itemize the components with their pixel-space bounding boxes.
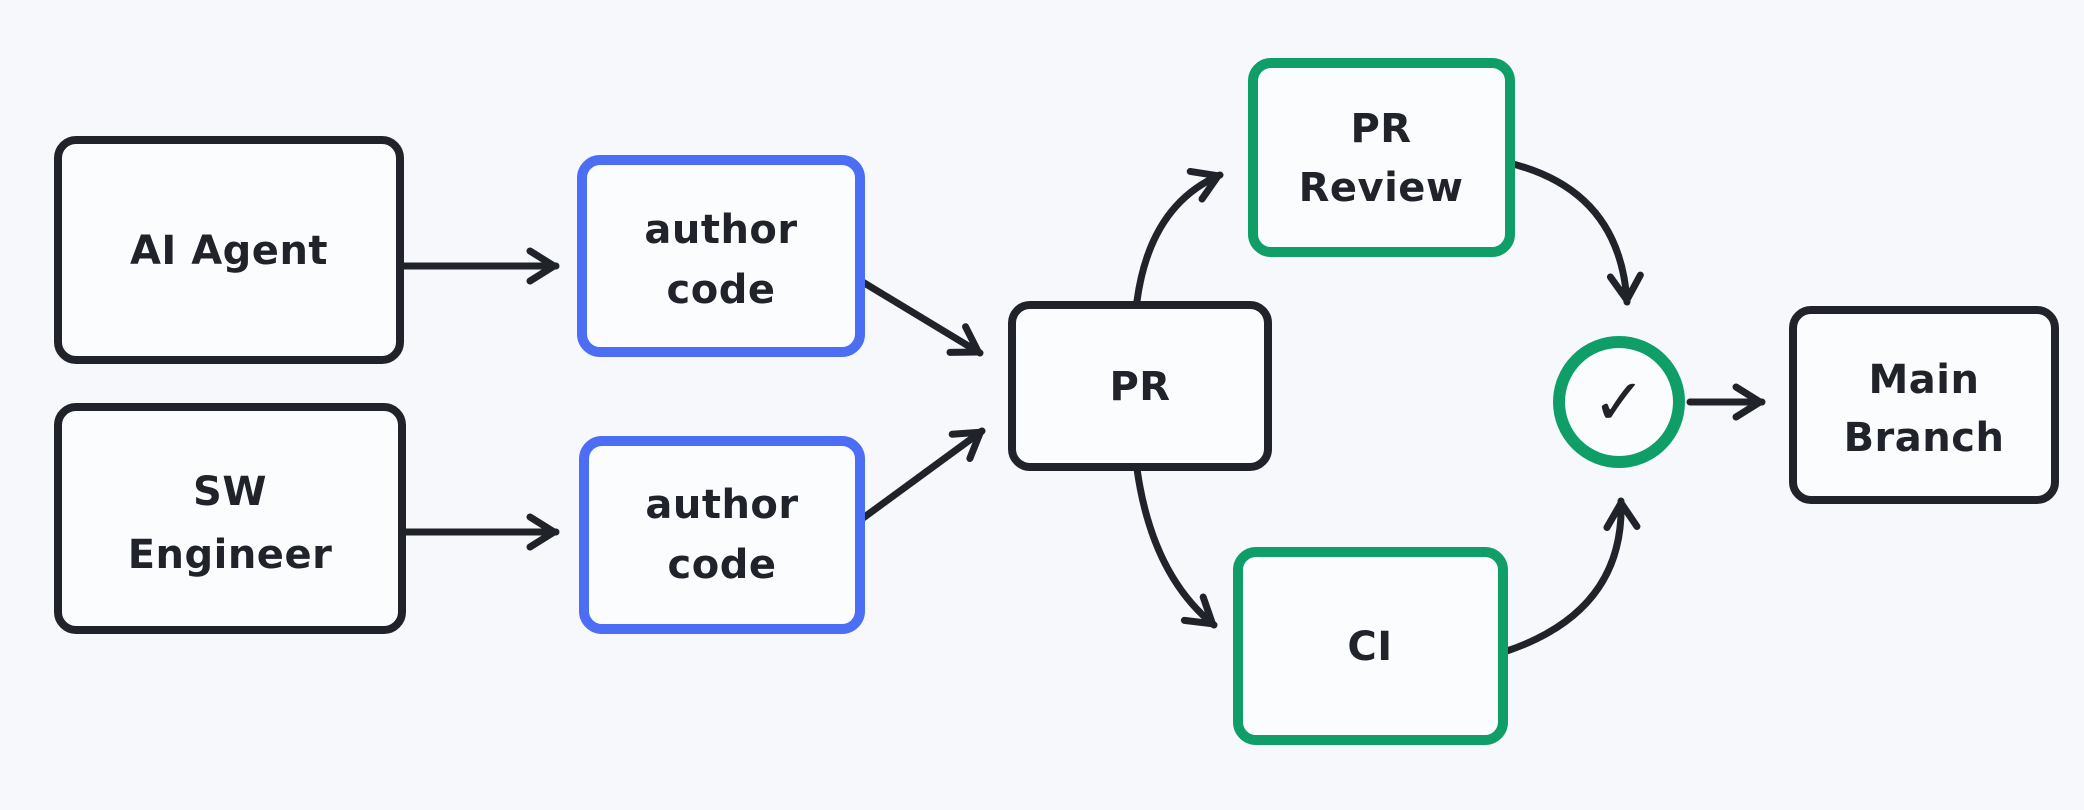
sw-engineer-box — [54, 403, 406, 634]
author-code-top-label-line1: author — [644, 207, 797, 253]
arrow-author-code-top-to-pr — [857, 277, 984, 357]
author-code-bottom-label-line1: author — [645, 482, 798, 528]
arrow-pr-review-to-check — [1505, 159, 1644, 306]
author-code-bottom-label-line2: code — [668, 542, 777, 588]
author-code-bottom-box — [579, 436, 865, 634]
node-pr: PR — [1008, 301, 1272, 471]
main-branch-label-line2: Branch — [1844, 415, 2005, 461]
arrow-ci-to-check — [1500, 497, 1641, 656]
node-author-code-bottom: author code — [579, 436, 865, 634]
arrow-pr-to-pr-review — [1133, 167, 1224, 305]
arrow-author-code-bottom-to-pr — [855, 427, 986, 525]
author-code-top-label-line2: code — [667, 267, 776, 313]
main-branch-box — [1789, 306, 2059, 504]
node-pr-review: PR Review — [1248, 58, 1515, 257]
main-branch-label-line1: Main — [1869, 357, 1980, 403]
node-ai-agent: AI Agent — [54, 136, 404, 364]
node-sw-engineer: SW Engineer — [54, 403, 406, 634]
sw-engineer-label-line2: Engineer — [128, 532, 333, 578]
ci-box — [1233, 547, 1508, 745]
sw-engineer-label-line1: SW — [193, 469, 267, 515]
pr-label: PR — [1109, 364, 1170, 410]
author-code-top-box — [577, 155, 865, 357]
pr-box — [1008, 301, 1272, 471]
pr-review-label-line1: PR — [1350, 106, 1411, 152]
ai-agent-box — [54, 136, 404, 364]
node-author-code-top: author code — [577, 155, 865, 357]
arrow-pr-to-ci — [1133, 465, 1218, 629]
check-icon: ✓ — [1592, 366, 1646, 440]
check-circle — [1553, 336, 1685, 468]
node-approval-check: ✓ — [1553, 336, 1685, 468]
ai-agent-label: AI Agent — [130, 228, 328, 274]
node-ci: CI — [1233, 547, 1508, 745]
pr-review-label-line2: Review — [1299, 165, 1464, 211]
node-main-branch: Main Branch — [1789, 306, 2059, 504]
pr-review-box — [1248, 58, 1515, 257]
ci-label: CI — [1347, 624, 1392, 670]
